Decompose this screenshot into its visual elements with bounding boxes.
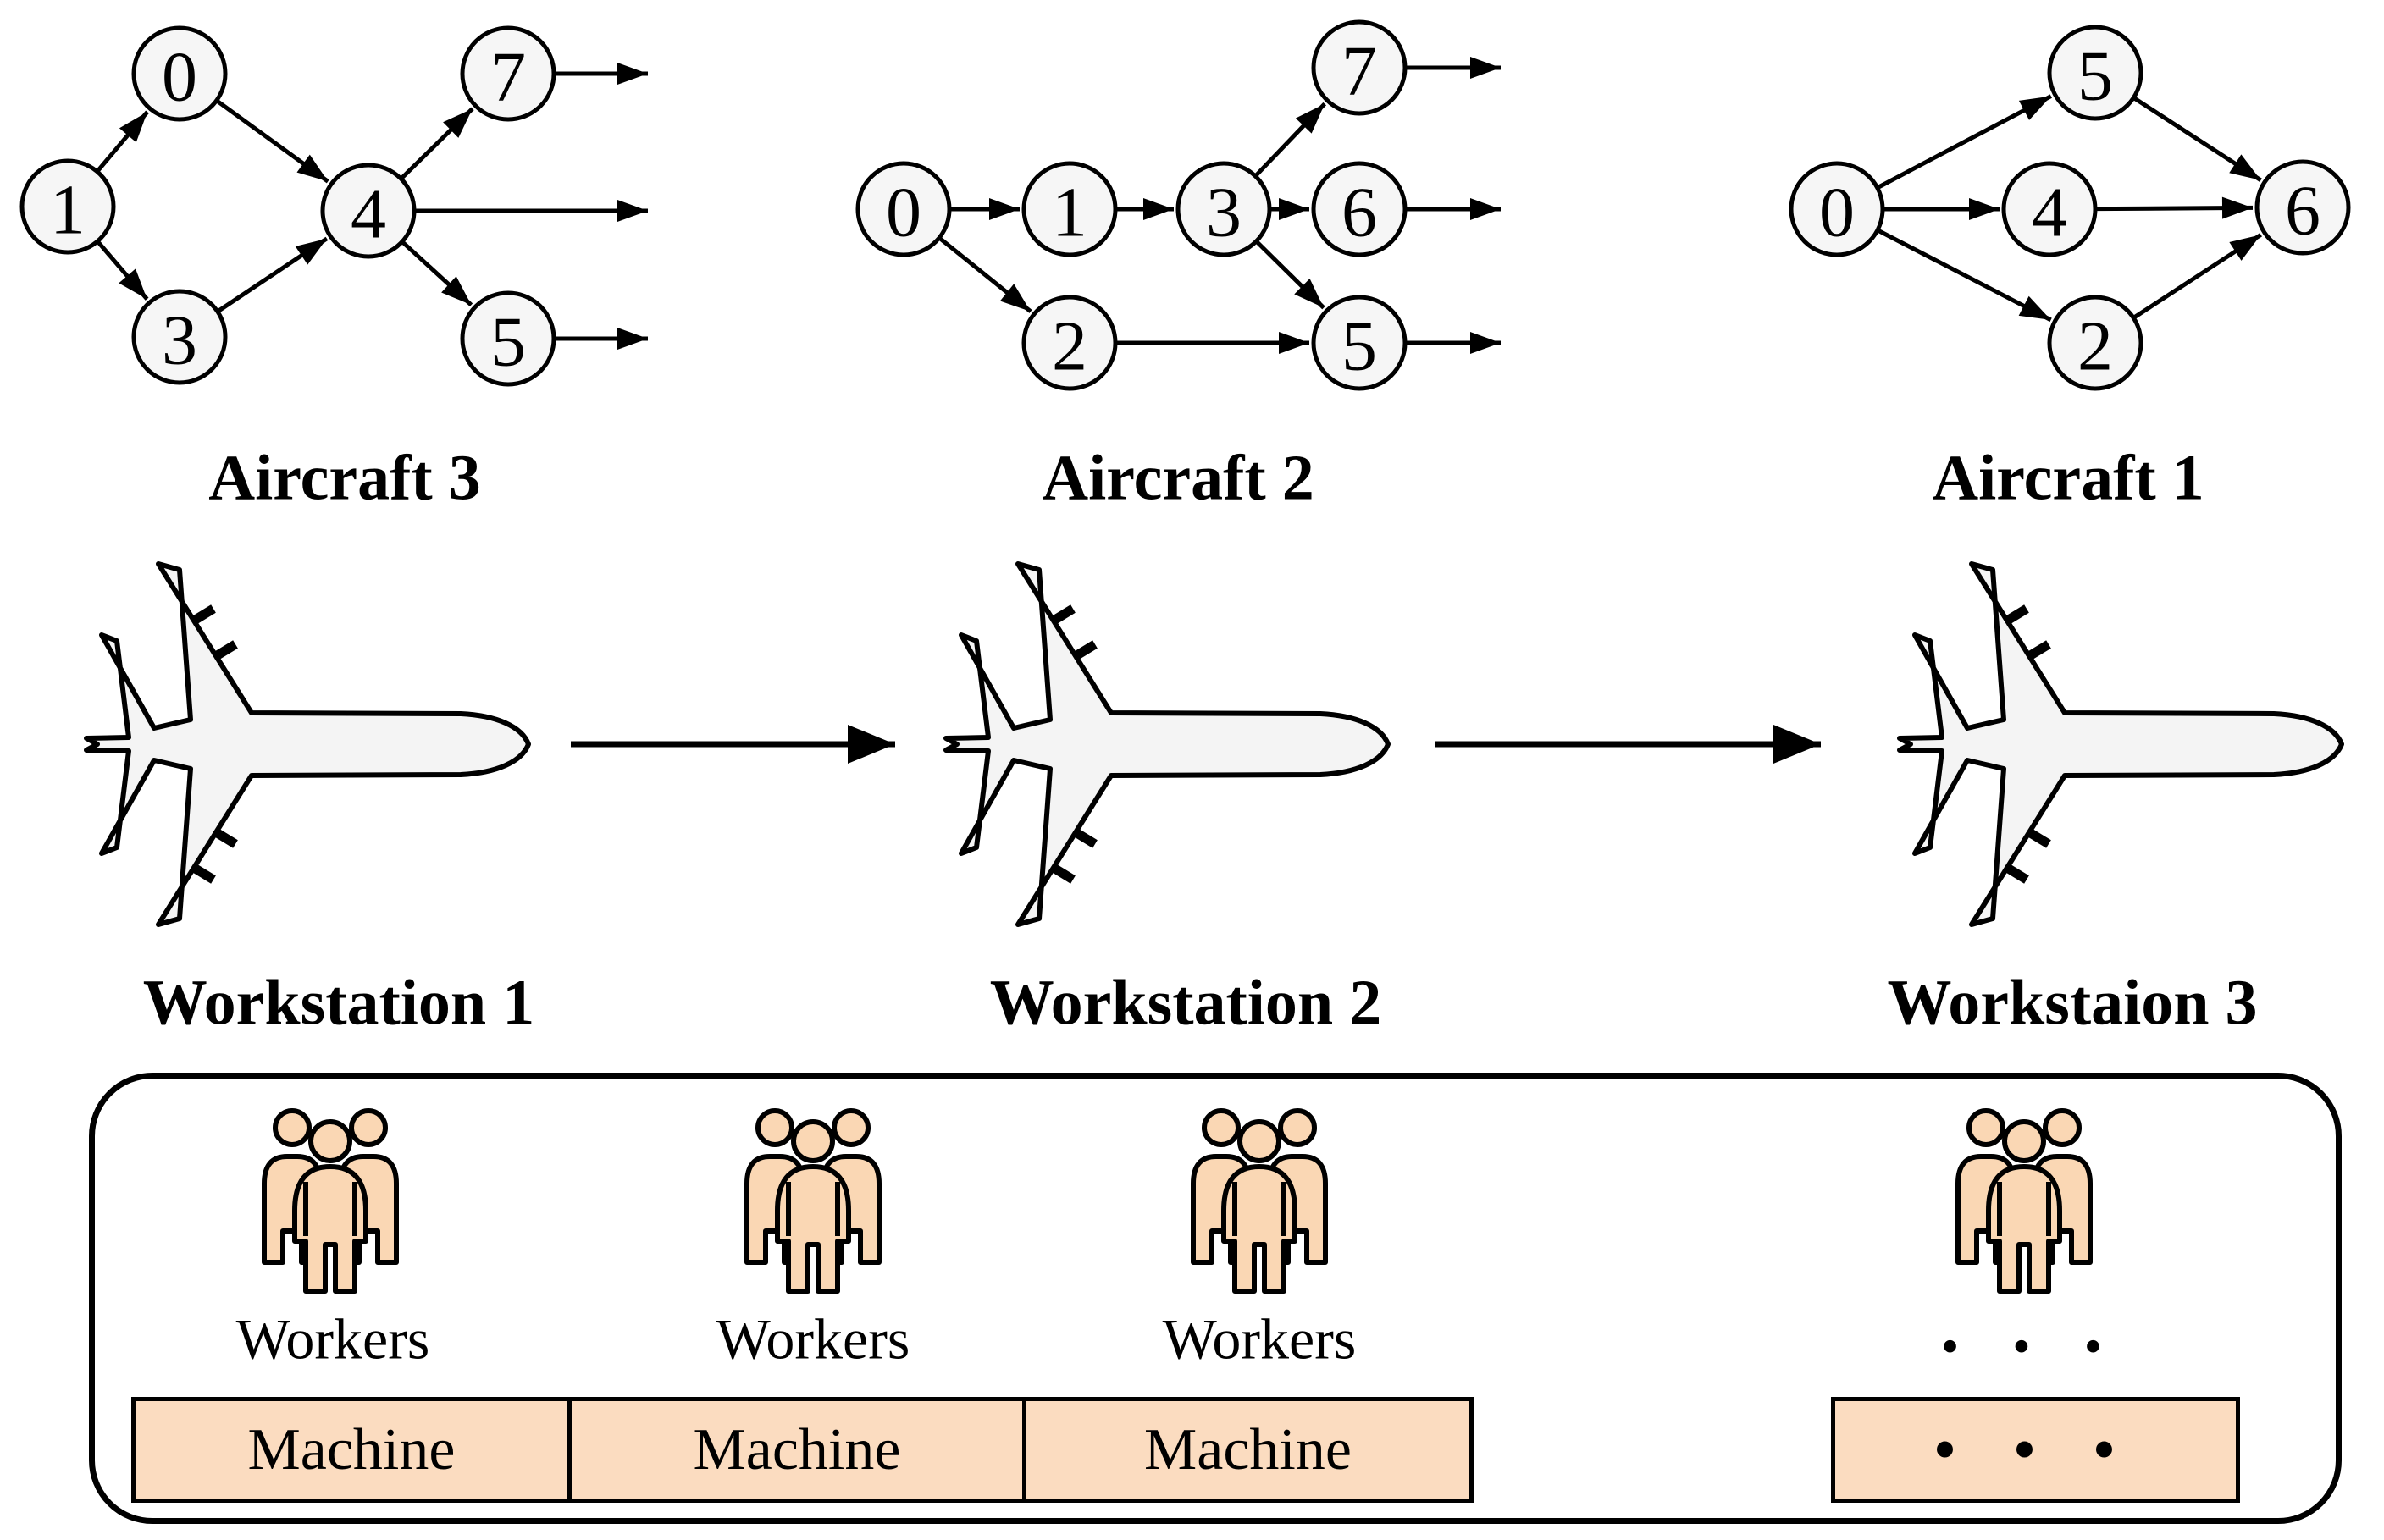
airplane-icon (946, 564, 1388, 925)
graph-node (131, 289, 228, 385)
graph-node-label: 5 (1341, 307, 1377, 386)
graph-node (1311, 19, 1408, 116)
graph-edge (1254, 102, 1326, 177)
graph-node (460, 290, 556, 387)
machine-label-1: Machine (247, 1416, 456, 1482)
graph-edge (401, 107, 474, 179)
graph-edge (401, 240, 473, 307)
airplane-icon (86, 564, 528, 925)
workers-label-1: Workers (235, 1306, 430, 1372)
graph-node-label: 2 (2077, 307, 2113, 386)
graph-node-label: 6 (2285, 172, 2320, 251)
aircraft-graph: 0 1 3 6 7 2 5 (855, 19, 1501, 391)
graph-node-label: 4 (351, 175, 386, 254)
workers-label-2: Workers (716, 1306, 910, 1372)
graph-node (855, 161, 952, 257)
graph-node-label: 0 (1819, 174, 1855, 252)
graph-node (1789, 161, 1885, 257)
graph-node-label: 4 (2032, 174, 2067, 252)
graph-node (1021, 161, 1118, 257)
machine-box-2: Machine (567, 1397, 1026, 1503)
graph-edge (939, 237, 1032, 313)
workstation-3-label: Workstaion 3 (1887, 967, 2258, 1039)
aircraft-graph: 013 4 7 5 (19, 25, 648, 387)
graph-edge (2133, 233, 2262, 319)
graph-edge (97, 110, 149, 172)
workers-ellipsis: • • • (1942, 1321, 2123, 1372)
machine-box-1: Machine (131, 1397, 572, 1503)
graph-node (131, 25, 228, 122)
workstation-1-label: Workstation 1 (142, 967, 535, 1039)
graph-node (1021, 295, 1118, 391)
graph-node-label: 2 (1052, 307, 1087, 386)
graph-edge (1878, 94, 2052, 190)
graph-node-label: 7 (490, 38, 526, 117)
graph-node-label: 3 (1206, 174, 1242, 252)
graph-node (320, 163, 417, 259)
graph-edge (218, 236, 329, 312)
aircraft-graph: 0 542 6 (1789, 25, 2351, 391)
aircraft-3-label: Aircraft 3 (208, 442, 481, 514)
graph-node (2047, 25, 2143, 121)
graph-node (1175, 161, 1272, 257)
graph-edge (2133, 97, 2262, 182)
machine-ellipsis: • • • (1934, 1416, 2137, 1482)
aircraft-2-label: Aircraft 2 (1042, 442, 1314, 514)
graph-node-label: 7 (1341, 32, 1377, 111)
graph-node (2001, 161, 2098, 257)
graph-node (460, 25, 556, 122)
machine-label-3: Machine (1144, 1416, 1352, 1482)
graph-node-label: 3 (162, 301, 197, 380)
graph-edge (216, 99, 329, 184)
graph-edge (1256, 240, 1325, 310)
graph-node (2254, 159, 2351, 256)
workers-label-3: Workers (1162, 1306, 1357, 1372)
graph-node-label: 1 (50, 171, 86, 250)
workstation-planes (86, 564, 2342, 925)
graph-node (1311, 295, 1408, 391)
graph-node-label: 1 (1052, 174, 1087, 252)
machine-label-2: Machine (693, 1416, 901, 1482)
graph-node (19, 158, 116, 255)
graph-node-label: 6 (1341, 174, 1377, 252)
machine-box-3: Machine (1022, 1397, 1474, 1503)
graph-node-label: 0 (886, 174, 921, 252)
graph-edge (2096, 196, 2254, 219)
graph-node-label: 0 (162, 38, 197, 117)
graph-node (1311, 161, 1408, 257)
workstation-2-label: Workstation 2 (989, 967, 1382, 1039)
aircraft-1-label: Aircraft 1 (1932, 442, 2204, 514)
graph-node-label: 5 (2077, 37, 2113, 116)
machine-box-ellipsis: • • • (1831, 1397, 2240, 1503)
graph-node-label: 5 (490, 303, 526, 382)
graph-node (2047, 295, 2143, 391)
airplane-icon (1900, 564, 2342, 925)
graph-edge (1878, 229, 2052, 323)
graph-edge (97, 240, 149, 301)
